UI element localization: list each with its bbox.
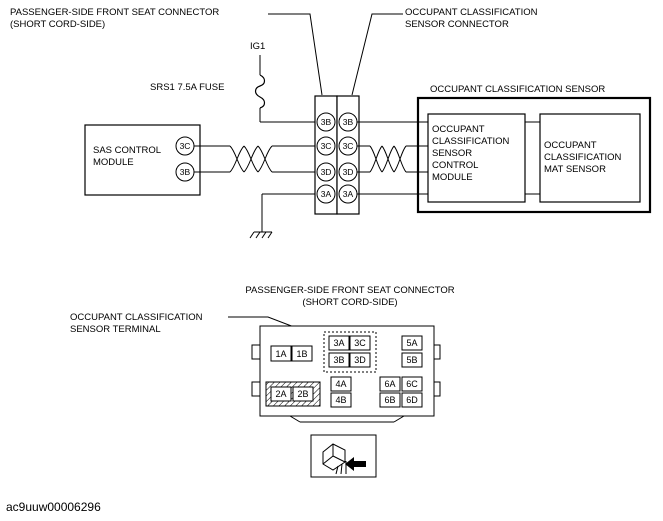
conn-left-pin-3b bbox=[316, 112, 336, 132]
occupant-classification-sensor bbox=[416, 96, 652, 214]
conn-left-pin-3b-label: 3B bbox=[321, 117, 332, 127]
terminal-1b bbox=[291, 345, 313, 362]
bottom-conn-label-l1: PASSENGER-SIDE FRONT SEAT CONNECTOR bbox=[245, 285, 454, 296]
conn-right-pin-3b-label: 3B bbox=[343, 117, 354, 127]
ocs-terminal-highlight bbox=[323, 331, 377, 373]
terminal-4a bbox=[330, 376, 352, 392]
terminal-6d bbox=[401, 392, 423, 408]
ig1-label: IG1 bbox=[250, 41, 265, 52]
sas-module-label-l1: SAS CONTROL bbox=[93, 145, 161, 156]
conn-left-pin-3d-label: 3D bbox=[321, 167, 332, 177]
terminal-2b-label: 2B bbox=[297, 389, 308, 399]
ground-icon bbox=[249, 231, 273, 239]
sas-pin-3c-label: 3C bbox=[180, 141, 191, 151]
ocs-module-label-l4: CONTROL bbox=[432, 160, 478, 171]
terminal-4b-label: 4B bbox=[335, 395, 346, 405]
terminal-6c-label: 6C bbox=[406, 379, 418, 389]
conn-left-pin-3d bbox=[316, 162, 336, 182]
image-id: ac9uuw00006296 bbox=[6, 500, 101, 514]
terminal-6a-label: 6A bbox=[384, 379, 395, 389]
terminal-5a-label: 5A bbox=[406, 338, 417, 348]
fuse-symbol bbox=[254, 74, 266, 109]
mat-label-l2: CLASSIFICATION bbox=[544, 152, 622, 163]
terminal-5b bbox=[401, 352, 423, 368]
terminal-2b bbox=[292, 386, 314, 402]
ocs-conn-label-l2: SENSOR CONNECTOR bbox=[405, 19, 509, 30]
terminal-3a bbox=[328, 335, 350, 351]
terminal-3c-label: 3C bbox=[354, 338, 366, 348]
terminal-6b bbox=[379, 392, 401, 408]
sas-control-module bbox=[84, 124, 201, 196]
conn-left-pin-3a-label: 3A bbox=[321, 189, 332, 199]
mat-label-l3: MAT SENSOR bbox=[544, 164, 606, 175]
ocs-mat-sensor bbox=[539, 113, 641, 203]
right-wires bbox=[357, 121, 428, 195]
ocs-terminal-label-l1: OCCUPANT CLASSIFICATION bbox=[70, 312, 203, 323]
terminal-5b-label: 5B bbox=[406, 355, 417, 365]
terminal-2a-label: 2A bbox=[275, 389, 286, 399]
conn-right-pin-3a-label: 3A bbox=[343, 189, 354, 199]
terminal-3d bbox=[349, 352, 371, 368]
ocs-module-label-l5: MODULE bbox=[432, 172, 473, 183]
sas-module-label-l2: MODULE bbox=[93, 157, 134, 168]
ocs-module-label-l3: SENSOR bbox=[432, 148, 472, 159]
terminal-6b-label: 6B bbox=[384, 395, 395, 405]
sas-pin-3b-label: 3B bbox=[180, 167, 191, 177]
terminal-3a-label: 3A bbox=[333, 338, 344, 348]
pass-front-conn-label-l1: PASSENGER-SIDE FRONT SEAT CONNECTOR bbox=[10, 7, 219, 18]
connector-view-icon bbox=[322, 443, 347, 475]
terminal-2a bbox=[270, 386, 292, 402]
ocs-title: OCCUPANT CLASSIFICATION SENSOR bbox=[430, 84, 605, 95]
conn-right-pin-3d-label: 3D bbox=[343, 167, 354, 177]
ocs-terminal-label-l2: SENSOR TERMINAL bbox=[70, 324, 161, 335]
terminal-5a bbox=[401, 335, 423, 351]
terminal-1a-label: 1A bbox=[275, 349, 286, 359]
mat-label-l1: OCCUPANT bbox=[544, 140, 597, 151]
terminal-4b bbox=[330, 392, 352, 408]
conn-left-pin-3a bbox=[316, 184, 336, 204]
terminal-1b-label: 1B bbox=[296, 349, 307, 359]
twisted-pair-left bbox=[194, 145, 319, 173]
conn-left-pin-3c-label: 3C bbox=[321, 141, 332, 151]
terminal-6c bbox=[401, 376, 423, 392]
pass-front-conn-label-l2: (SHORT CORD-SIDE) bbox=[10, 19, 105, 30]
ocs-control-module bbox=[427, 113, 526, 203]
ocs-conn-label-l1: OCCUPANT CLASSIFICATION bbox=[405, 7, 538, 18]
fuse-label: SRS1 7.5A FUSE bbox=[150, 82, 224, 93]
bottom-conn-label-l2: (SHORT CORD-SIDE) bbox=[302, 297, 397, 308]
ocs-module-label-l1: OCCUPANT bbox=[432, 124, 485, 135]
terminal-3b-label: 3B bbox=[333, 355, 344, 365]
terminal-4a-label: 4A bbox=[335, 379, 346, 389]
terminal-3c bbox=[349, 335, 371, 351]
ocs-module-label-l2: CLASSIFICATION bbox=[432, 136, 510, 147]
arrow-icon bbox=[345, 457, 366, 471]
terminal-1a bbox=[270, 345, 292, 362]
terminal-3d-label: 3D bbox=[354, 355, 366, 365]
terminal-6d-label: 6D bbox=[406, 395, 418, 405]
conn-right-pin-3c-label: 3C bbox=[343, 141, 354, 151]
terminal-3b bbox=[328, 352, 350, 368]
terminal-6a bbox=[379, 376, 401, 392]
leader-line-pass-conn bbox=[268, 13, 323, 96]
conn-left-pin-3c bbox=[316, 136, 336, 156]
leader-line-ocs-conn bbox=[351, 13, 403, 96]
